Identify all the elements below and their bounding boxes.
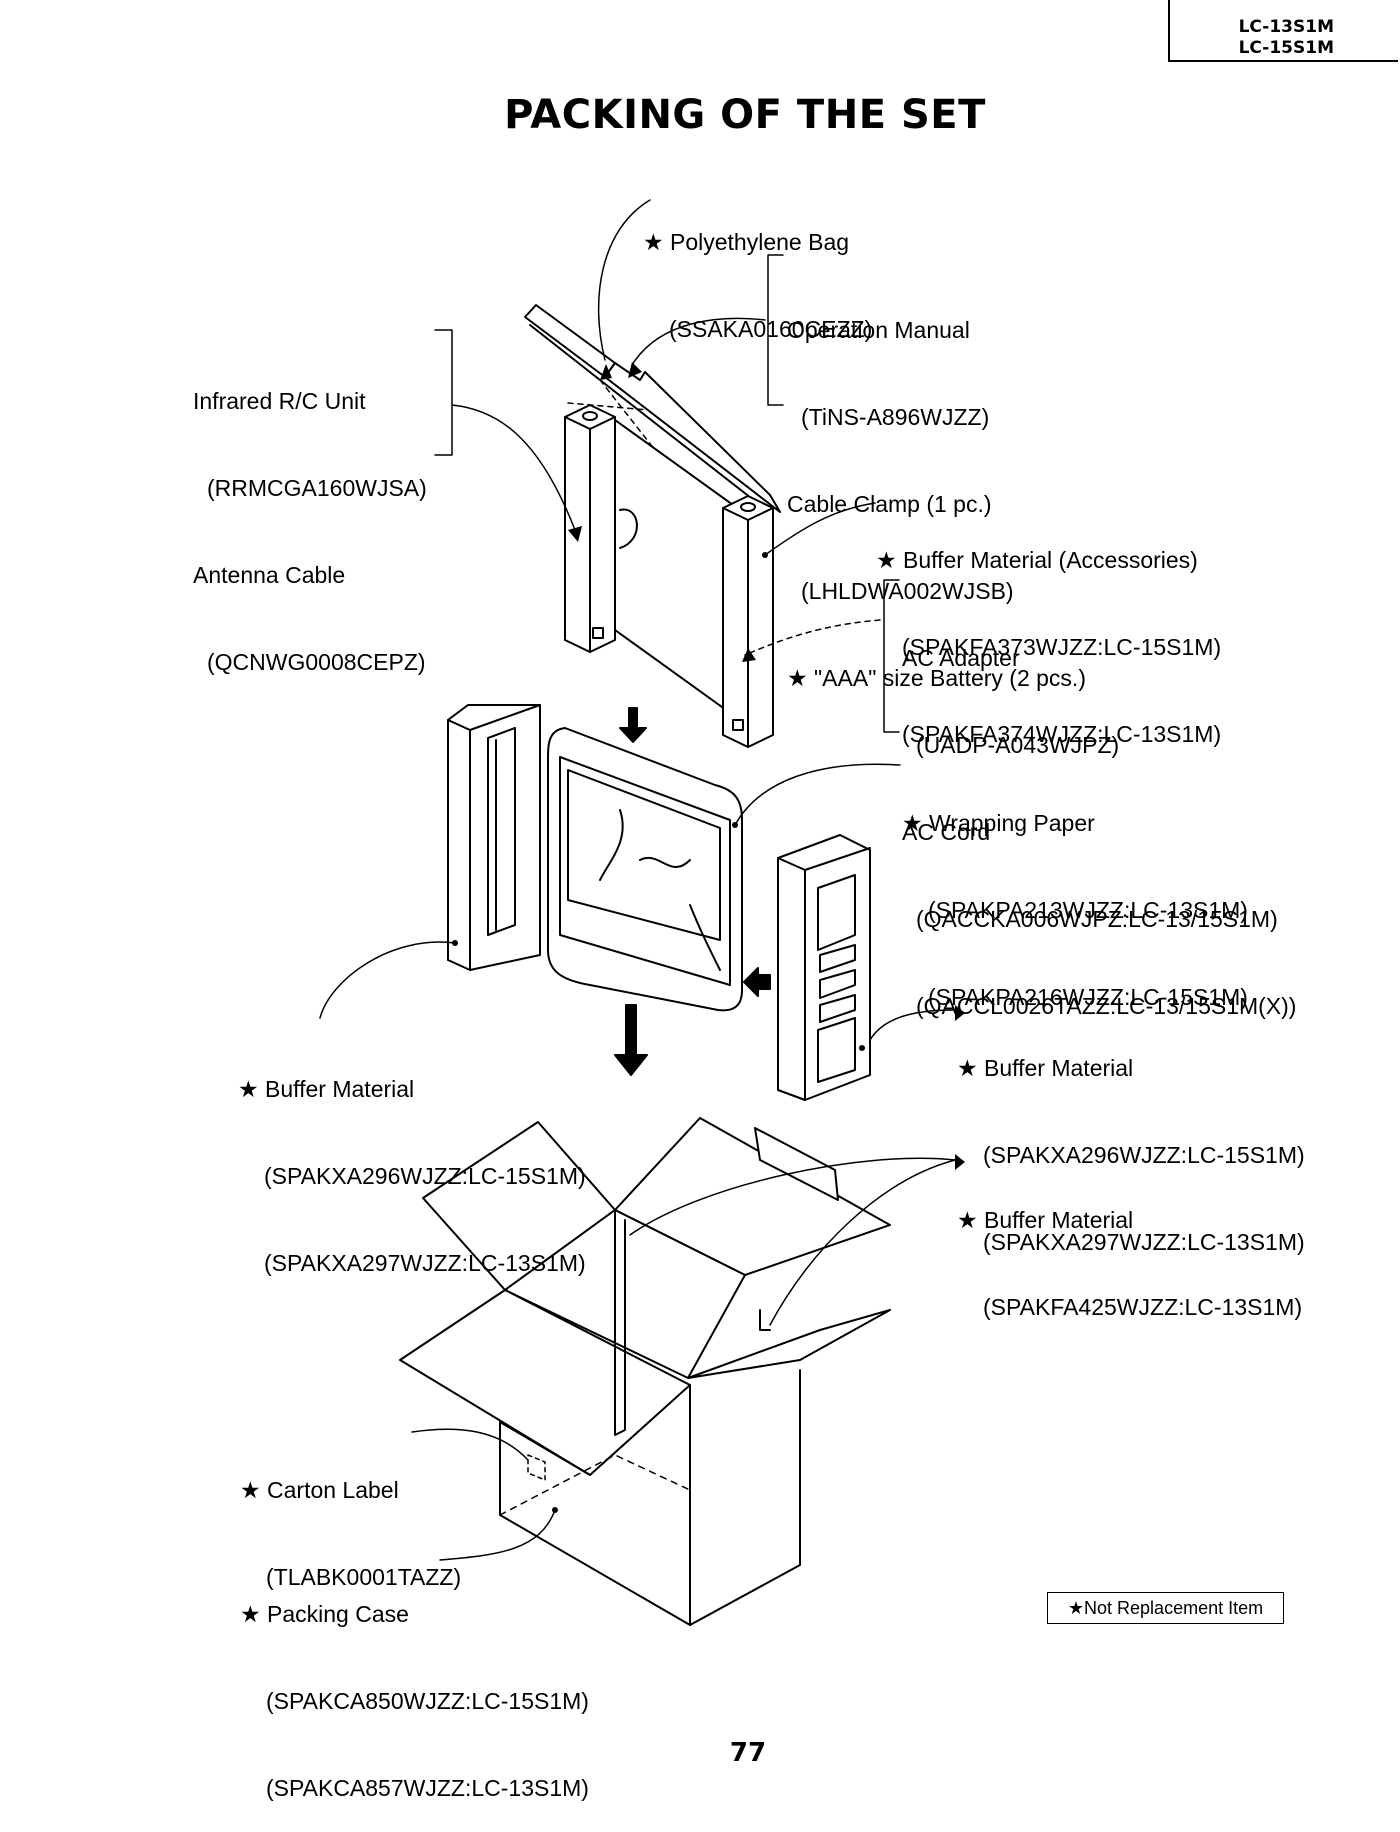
- buffer-accessories-label: ★ Buffer Material (Accessories) (SPAKFA3…: [876, 547, 1222, 747]
- assembly-arrows: [511, 707, 771, 1076]
- leader-arrowheads: [568, 362, 965, 1170]
- left-buffer-drawing: [447, 704, 541, 971]
- packing-case-label: ★ Packing Case (SPAKCA850WJZZ:LC-15S1M) …: [240, 1601, 589, 1801]
- polyethylene-bag-label: ★ Polyethylene Bag (SSAKA0160CEZZ): [643, 229, 873, 342]
- buffer-left-label: ★ Buffer Material (SPAKXA296WJZZ:LC-15S1…: [238, 1076, 586, 1276]
- wrapping-paper-label: ★ Wrapping Paper (SPAKPA213WJZZ:LC-13S1M…: [902, 810, 1248, 1010]
- buffer-right-label: ★ Buffer Material (SPAKXA296WJZZ:LC-15S1…: [957, 1055, 1305, 1255]
- carton-box-drawing: [399, 1117, 891, 1626]
- lcd-tv-drawing: [547, 727, 743, 1012]
- model-number-box: LC-13S1M LC-15S1M: [1168, 0, 1398, 62]
- operation-manual-group-label: Operation Manual (TiNS-A896WJZZ) Cable C…: [787, 317, 1086, 691]
- remote-antenna-group-label: Infrared R/C Unit (RRMCGA160WJSA) Antenn…: [193, 388, 427, 675]
- leader-lines: [319, 199, 956, 1561]
- not-replacement-legend: ★Not Replacement Item: [1047, 1592, 1284, 1624]
- carton-label-label: ★ Carton Label (TLABK0001TAZZ): [240, 1477, 462, 1590]
- page-title: PACKING OF THE SET: [504, 92, 986, 138]
- buffer-carton-label: ★ Buffer Material (SPAKFA425WJZZ:LC-13S1…: [957, 1207, 1303, 1320]
- accessory-tray-drawing: [524, 304, 781, 748]
- page-number: 77: [729, 1738, 767, 1768]
- leader-dots: [452, 552, 865, 1513]
- right-buffer-drawing: [777, 834, 871, 1101]
- model-number-1: LC-13S1M: [1238, 17, 1334, 37]
- model-number-2: LC-15S1M: [1238, 38, 1334, 58]
- ac-adapter-group-label: AC Adapter (UADP-A043WJPZ) AC Cord (QACC…: [902, 645, 1297, 1019]
